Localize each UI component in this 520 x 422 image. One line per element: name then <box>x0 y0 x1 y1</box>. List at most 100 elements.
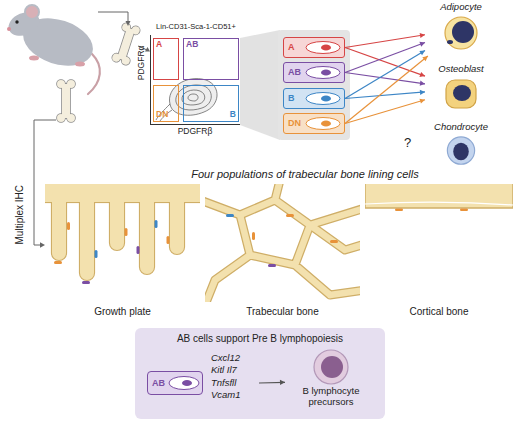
connector-arrow <box>345 90 425 99</box>
cell-fate: Adipocyte <box>425 2 497 56</box>
growth-plate-art-part-part <box>80 188 94 280</box>
cell-population-box: A <box>283 37 345 58</box>
gate-box: A <box>153 38 179 80</box>
growth-plate-art-part-part <box>52 188 66 260</box>
connector-arrow <box>345 51 425 99</box>
bones-fill-part-part <box>131 25 141 35</box>
mouse-part <box>15 20 18 23</box>
bones-fill <box>57 22 141 122</box>
gate-label: B <box>230 110 236 120</box>
growth-plate-art-part <box>45 184 200 280</box>
cell-fate-name: Adipocyte <box>440 2 482 13</box>
arrow-head <box>419 42 425 47</box>
bones-fill-part-part <box>57 80 65 88</box>
cell-fate: Osteoblast <box>425 64 497 114</box>
growth-plate-art-part-part <box>140 188 154 274</box>
bones-fill-part-part <box>121 56 131 66</box>
cell-nucleus <box>447 40 453 44</box>
growth-plate-art-part-part <box>167 236 170 244</box>
cell-body <box>169 377 199 390</box>
lipid-droplet <box>452 21 474 43</box>
question-mark: ? <box>404 136 418 151</box>
cell-body <box>314 350 348 384</box>
flow-contour-part <box>182 90 205 105</box>
arrow-heads-part <box>126 21 131 26</box>
population-label: AB <box>288 67 301 77</box>
lining-cell <box>304 114 342 133</box>
gate-label: AB <box>186 40 198 50</box>
flow-plot: Lin-CD31-Sca-1-CD51+AABDNB <box>150 35 240 125</box>
bones-part-part <box>117 28 134 61</box>
mouse-part <box>25 5 39 19</box>
panel-caption: Growth plate <box>45 306 200 318</box>
zoom-funnel <box>240 30 350 140</box>
ihc-panel: Growth plate <box>45 184 200 302</box>
gate-box: B <box>183 85 239 122</box>
flow-contour-part <box>156 104 172 121</box>
zoom-funnel-part <box>278 30 350 140</box>
zoom-funnel-part <box>240 30 280 140</box>
gate-label: A <box>156 40 162 50</box>
cell-body <box>447 137 474 164</box>
growth-plate-art-part-part <box>110 188 124 250</box>
arrow-head <box>419 72 425 77</box>
lining-cell <box>304 63 342 82</box>
gate-box: AB <box>183 38 239 80</box>
bones-part-part <box>57 80 65 88</box>
growth-plate-art-part-part <box>95 250 98 258</box>
cell-fate-name: Chondrocyte <box>434 122 488 133</box>
connector-line <box>259 382 285 384</box>
gate-label: DN <box>156 110 168 120</box>
cell-nucleus <box>453 143 469 161</box>
cell-fate-name: Osteoblast <box>438 64 483 75</box>
bones-fill-part-part <box>67 114 75 122</box>
bones-part-part <box>62 84 70 118</box>
cell-body <box>306 93 340 105</box>
ihc-panel: Trabecular bone <box>205 184 360 302</box>
connector-arrow <box>345 73 425 86</box>
lining-cell <box>304 38 342 57</box>
bones-part-part <box>57 114 65 122</box>
mouse <box>5 5 100 94</box>
cortical-art-part <box>365 184 513 208</box>
bones-part-part <box>67 80 75 88</box>
connector-arrow <box>345 99 425 124</box>
connector-line <box>345 100 425 124</box>
trabecular-art-part <box>205 184 360 302</box>
bones-fill-part-part <box>62 84 70 118</box>
lining-cell <box>304 89 342 108</box>
cortical-art-part <box>460 209 468 212</box>
trabecular-art-part-part <box>252 232 255 240</box>
population-label: DN <box>288 118 301 128</box>
mouse-part <box>7 27 11 31</box>
gene-list: Cxcl12 Kitl Il7 Tnfsfll Vcam1 <box>211 352 241 402</box>
leader-lines-part <box>98 12 128 22</box>
panel-caption: Cortical bone <box>365 306 513 318</box>
connector-arrow <box>345 56 428 124</box>
mouse-part <box>88 54 100 94</box>
trabecular-art-part-part <box>286 214 294 217</box>
axis-label: PDGFRβ <box>165 127 225 137</box>
connector-arrow <box>345 48 425 77</box>
growth-plate-art-part-part <box>170 188 184 254</box>
population-label: B <box>288 93 295 103</box>
gate-box: DN <box>153 85 179 122</box>
growth-plate-art-part-part <box>52 188 66 260</box>
lymphocyte-cell: B lymphocyte precursors <box>285 348 377 414</box>
growth-plate-art-part-part <box>140 188 154 274</box>
cell-body <box>306 42 340 54</box>
connector-line <box>345 73 425 84</box>
bones-fill-part-part <box>57 114 65 122</box>
cell-nucleus <box>453 85 471 101</box>
osteo-cell <box>441 77 481 113</box>
section-title: Four populations of trabecular bone lini… <box>120 168 490 181</box>
bones-fill-part-part <box>117 28 134 61</box>
cell-nucleus <box>321 70 331 76</box>
arrow-head <box>420 90 425 95</box>
growth-plate-art-part-part <box>54 261 62 264</box>
bones-fill-part <box>57 80 75 122</box>
axis-label: PDGFRα <box>137 33 147 93</box>
bones-part <box>57 80 75 122</box>
trabecular-art-part <box>226 214 338 267</box>
cell-population-box: DN <box>283 113 345 134</box>
